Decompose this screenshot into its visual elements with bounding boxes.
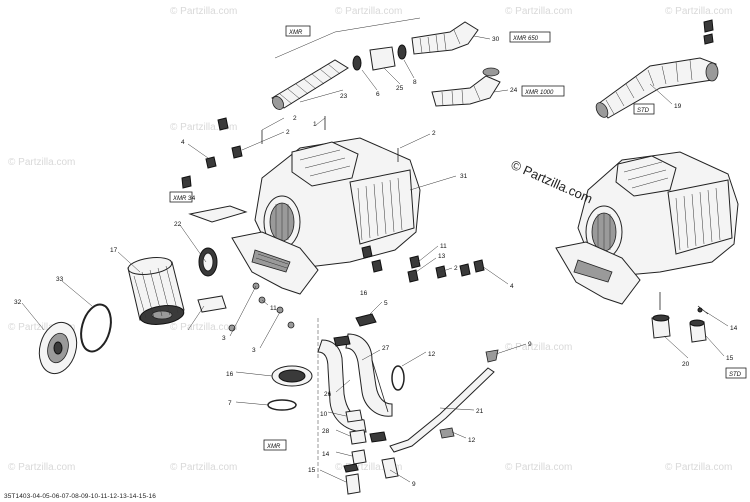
callout: 27 [382, 345, 390, 352]
intake-tube-24 [431, 75, 501, 107]
callout: 6 [376, 91, 380, 98]
watermark: © Partzilla.com [8, 462, 75, 473]
center-watermark: © Partzilla.com [509, 157, 595, 206]
callout: 14 [730, 325, 738, 332]
model-tag: XMR [266, 444, 281, 450]
watermark: © Partzilla.com [335, 6, 402, 17]
callout: 33 [56, 276, 64, 283]
hose-27 [345, 333, 393, 417]
watermark: © Partzilla.com [8, 157, 75, 168]
callout: 2 [293, 115, 297, 122]
model-tag: STD [729, 372, 742, 378]
callout: 13 [438, 253, 446, 260]
callout: 12 [428, 351, 436, 358]
callout: 32 [14, 299, 22, 306]
callout: 4 [510, 283, 514, 290]
callout: 14 [322, 451, 330, 458]
callout: 10 [320, 411, 328, 418]
clamp-8 [397, 44, 407, 60]
callout: 16 [360, 290, 368, 297]
watermark: © Partzilla.com [335, 462, 402, 473]
callout: 21 [476, 408, 484, 415]
airbox-31 [231, 137, 421, 295]
clamp-7 [267, 399, 297, 411]
callout: 16 [226, 371, 234, 378]
bracket-34 [188, 205, 248, 223]
drawing-reference: 35T1403-04-05-06-07-08-09-10-11-12-13-14… [4, 493, 156, 500]
callout: 28 [322, 428, 330, 435]
watermark: © Partzilla.com [505, 6, 572, 17]
callout: 26 [324, 391, 332, 398]
watermark: © Partzilla.com [665, 6, 732, 17]
watermark: © Partzilla.com [170, 6, 237, 17]
callout: 19 [674, 103, 682, 110]
callout: 23 [340, 93, 348, 100]
model-tag: XMR [288, 30, 303, 36]
model-tags: XMR XMR 650 XMR 1000 XMR XMR STD STD [169, 25, 747, 451]
callout: 31 [460, 173, 468, 180]
callout: 2 [286, 129, 290, 136]
callout: 20 [682, 361, 690, 368]
watermark: © Partzilla.com [170, 462, 237, 473]
leader-lines [21, 35, 729, 483]
callout: 17 [110, 247, 118, 254]
hose-26 [317, 339, 367, 433]
callout: 11 [440, 243, 447, 250]
o-ring-33 [80, 303, 112, 353]
model-tag: XMR 650 [512, 36, 539, 42]
callout: 1 [313, 121, 317, 128]
watermark: © Partzilla.com [170, 122, 237, 133]
model-tag: STD [637, 108, 650, 114]
model-tag: XMR 1000 [524, 90, 554, 96]
o-ring-12 [391, 365, 405, 391]
callout: 15 [308, 467, 316, 474]
callout: 2 [432, 130, 436, 137]
callout: 4 [181, 139, 185, 146]
callout: 7 [228, 400, 232, 407]
callout: 9 [412, 481, 416, 488]
callout: 24 [510, 87, 518, 94]
pad-18 [197, 295, 227, 313]
watermark: © Partzilla.com [170, 322, 237, 333]
intake-duct-group [271, 17, 501, 110]
callout: 3 [252, 347, 256, 354]
model-tag: XMR [172, 196, 187, 202]
callout: 12 [468, 437, 476, 444]
callout: 2 [454, 265, 458, 272]
callout: 5 [384, 300, 388, 307]
clamp-6 [352, 55, 362, 71]
watermark: © Partzilla.com [505, 342, 572, 353]
std-airbox-assembly [555, 19, 739, 343]
callout: 30 [492, 36, 500, 43]
callout: 8 [413, 79, 417, 86]
hose-assembly [267, 245, 499, 495]
watermark: © Partzilla.com [505, 462, 572, 473]
callout: 9 [528, 341, 532, 348]
intake-tube-30 [411, 21, 479, 55]
pipe-21 [389, 367, 495, 453]
callout: 15 [726, 355, 734, 362]
callout: 22 [174, 221, 182, 228]
filter-assembly [38, 116, 399, 375]
callout: 11 [270, 305, 277, 312]
intake-tube-19 [597, 57, 717, 119]
callout: 3 [222, 335, 226, 342]
watermark: © Partzilla.com [665, 462, 732, 473]
coupler-25 [369, 46, 396, 71]
callout: 25 [396, 85, 404, 92]
